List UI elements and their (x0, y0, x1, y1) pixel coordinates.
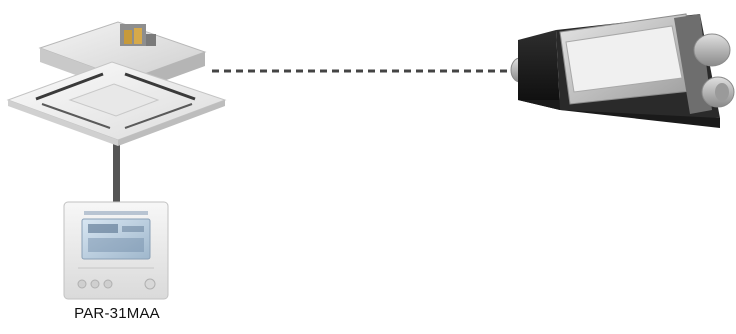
ceiling-cassette-unit-icon (8, 22, 225, 146)
remote-controller-model-label: PAR-31MAA (52, 305, 182, 322)
wired-remote-controller-icon (64, 202, 168, 299)
ventilation-unit-icon (511, 14, 734, 128)
